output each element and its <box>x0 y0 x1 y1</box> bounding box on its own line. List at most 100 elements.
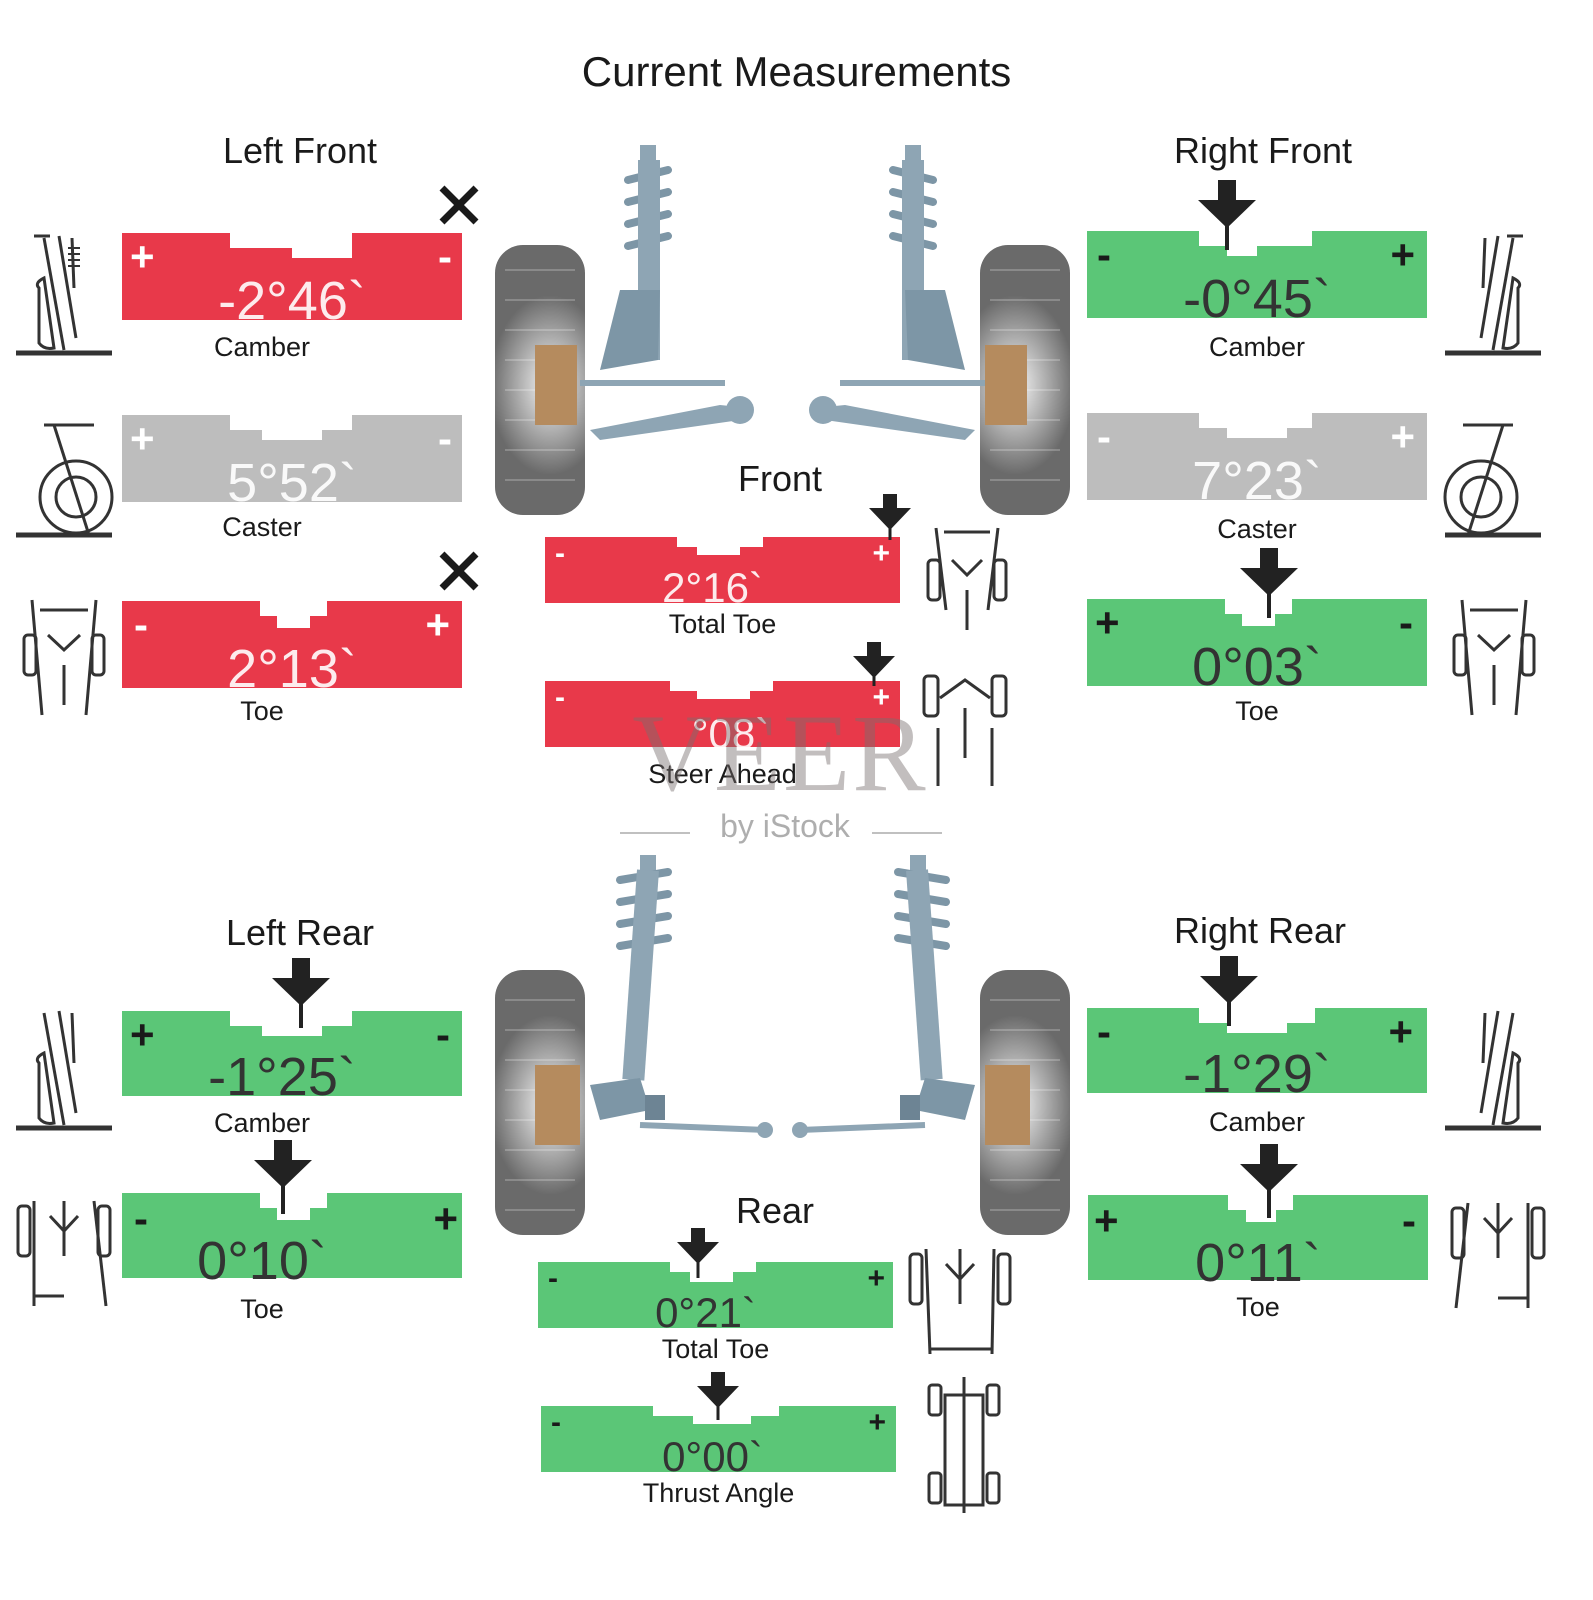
gauge-bar <box>1087 599 1427 686</box>
gauge-value: -2°46` <box>218 271 366 331</box>
gauge-bar <box>122 233 462 320</box>
gauge-value: 0°10` <box>197 1231 327 1291</box>
gauge-value: 0°00` <box>662 1433 763 1480</box>
gauge-left-front-caster: + - 5°52` Caster <box>122 412 462 552</box>
indicator-arrow-icon <box>853 642 895 686</box>
watermark-byline: by iStock <box>720 808 850 844</box>
gauge-label: Caster <box>1217 514 1297 544</box>
toe-icon <box>22 599 106 716</box>
gauge-left-rear-camber: + - -1°25` Camber <box>122 1008 462 1148</box>
gauge-sign-left: - <box>555 537 565 570</box>
toe-icon <box>16 1200 112 1307</box>
gauge-value: °08` <box>691 710 770 757</box>
gauge-sign-left: + <box>130 233 155 280</box>
gauge-value: 7°23` <box>1192 451 1322 511</box>
indicator-arrow-icon <box>1198 180 1256 250</box>
gauge-bar <box>1088 1195 1428 1280</box>
indicator-arrow-icon <box>254 1140 312 1214</box>
gauge-label: Steer Ahead <box>648 759 797 789</box>
gauge-bar <box>122 1011 462 1096</box>
gauge-value: 2°16` <box>662 564 763 611</box>
section-title-right-rear: Right Rear <box>1173 910 1347 951</box>
gauge-bar <box>545 537 900 603</box>
gauge-sign-right: - <box>1399 599 1413 646</box>
gauge-sign-left: + <box>130 1011 155 1058</box>
gauge-rear-total-toe: - + 0°21` Total Toe <box>538 1260 893 1370</box>
gauge-front-total-toe: - + 2°16` Total Toe <box>545 535 900 645</box>
gauge-value: 5°52` <box>227 453 357 513</box>
gauge-sign-right: - <box>1402 1197 1416 1244</box>
gauge-label: Camber <box>1208 1107 1306 1137</box>
toe-icon <box>1452 599 1536 716</box>
gauge-front-steer-ahead: - + °08` Steer Ahead <box>545 679 900 789</box>
indicator-arrow-icon <box>1240 548 1298 618</box>
gauge-sign-left: - <box>134 601 148 648</box>
watermark-line <box>620 832 690 834</box>
gauge-value: -1°29` <box>1183 1044 1331 1104</box>
indicator-arrow-icon <box>1240 1144 1298 1218</box>
camber-icon <box>16 234 112 356</box>
gauge-right-rear-toe: + - 0°11` Toe <box>1088 1192 1428 1332</box>
watermark-line <box>872 832 942 834</box>
total-toe-icon <box>908 1248 1012 1355</box>
gauge-left-front-toe: - + 2°13` Toe <box>122 598 462 738</box>
watermark-brand: VEER <box>632 692 928 814</box>
gauge-label: Toe <box>1236 1292 1280 1322</box>
gauge-label: Caster <box>222 512 302 542</box>
gauge-label: Toe <box>1235 696 1279 726</box>
gauge-right-front-camber: - + -0°45` Camber <box>1087 228 1427 368</box>
gauge-label: Toe <box>240 696 284 726</box>
gauge-bar <box>545 681 900 747</box>
gauge-sign-left: - <box>134 1195 148 1242</box>
gauge-right-rear-camber: - + -1°29` Camber <box>1087 1005 1427 1145</box>
gauge-sign-left: - <box>1097 231 1111 278</box>
camber-icon <box>1445 234 1541 356</box>
gauge-right-front-caster: - + 7°23` Caster <box>1087 410 1427 550</box>
gauge-bar <box>122 415 462 502</box>
gauge-sign-right: + <box>425 601 450 648</box>
gauge-label: Total Toe <box>661 1334 770 1364</box>
gauge-bar <box>1087 231 1427 318</box>
gauge-sign-right: - <box>438 233 452 280</box>
gauge-label: Camber <box>213 332 311 362</box>
front-suspension-illustration <box>490 145 1075 515</box>
gauge-bar <box>1087 1008 1427 1093</box>
gauge-bar <box>122 1193 462 1278</box>
gauge-sign-right: + <box>1390 413 1415 460</box>
section-title-left-front: Left Front <box>222 130 378 171</box>
out-of-range-x-icon <box>439 551 479 591</box>
indicator-arrow-icon <box>272 958 330 1028</box>
gauge-sign-right: + <box>868 1406 886 1439</box>
camber-icon <box>16 1010 112 1131</box>
gauge-label: Total Toe <box>668 609 777 639</box>
thrust-angle-icon <box>927 1377 1001 1513</box>
gauge-sign-left: - <box>555 681 565 714</box>
gauge-sign-left: - <box>548 1262 558 1295</box>
toe-icon <box>1450 1202 1546 1309</box>
gauge-label: Camber <box>213 1108 311 1138</box>
out-of-range-x-icon <box>439 185 479 225</box>
indicator-arrow-icon <box>697 1372 739 1420</box>
gauge-sign-right: + <box>1388 1008 1413 1055</box>
gauge-sign-right: + <box>433 1195 458 1242</box>
gauge-bar <box>1087 413 1427 500</box>
total-toe-icon <box>926 527 1008 630</box>
gauge-value: 0°03` <box>1192 637 1322 697</box>
gauge-label: Thrust Angle <box>642 1478 795 1508</box>
indicator-arrow-icon <box>1200 956 1258 1026</box>
gauge-sign-right: - <box>438 415 452 462</box>
section-title-right-front: Right Front <box>1173 130 1353 171</box>
gauge-value: 2°13` <box>227 639 357 699</box>
gauge-sign-right: + <box>1390 231 1415 278</box>
gauge-sign-right: + <box>872 681 890 714</box>
gauge-sign-left: - <box>1097 1008 1111 1055</box>
gauge-sign-right: - <box>436 1011 450 1058</box>
caster-icon <box>1443 423 1541 538</box>
gauge-value: 0°21` <box>655 1289 756 1336</box>
gauge-value: -1°25` <box>208 1047 356 1107</box>
gauge-sign-left: - <box>1097 413 1111 460</box>
indicator-arrow-icon <box>869 494 911 540</box>
page-title: Current Measurements <box>581 48 1012 95</box>
gauge-sign-left: + <box>130 415 155 462</box>
gauge-right-front-toe: + - 0°03` Toe <box>1087 596 1427 736</box>
